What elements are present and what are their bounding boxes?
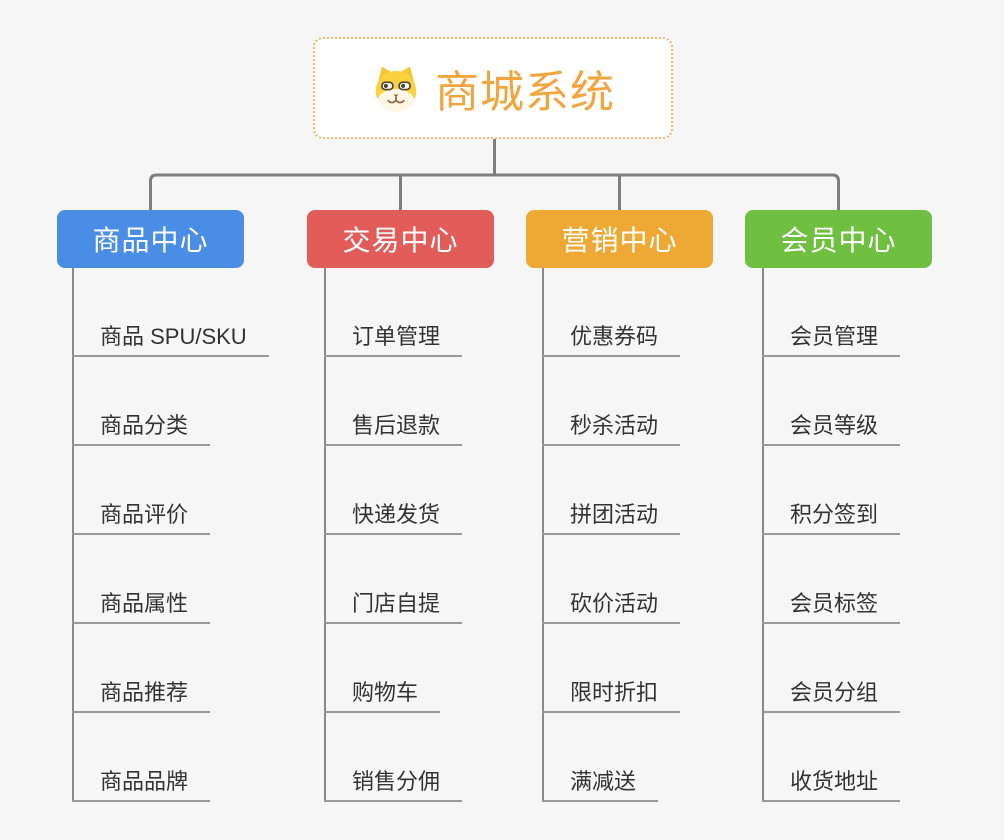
dog-face-icon	[375, 66, 417, 112]
leaf-item[interactable]: 商品 SPU/SKU	[72, 317, 269, 357]
leaf-item[interactable]: 销售分佣	[324, 762, 463, 802]
column-trade: 订单管理 售后退款 快递发货 门店自提 购物车 销售分佣	[324, 268, 463, 802]
leaf-item[interactable]: 商品推荐	[72, 673, 211, 713]
column-product: 商品 SPU/SKU 商品分类 商品评价 商品属性 商品推荐 商品品牌	[72, 268, 269, 802]
leaf-item[interactable]: 收货地址	[762, 762, 901, 802]
leaf-item[interactable]: 砍价活动	[542, 584, 681, 624]
leaf-item[interactable]: 限时折扣	[542, 673, 681, 713]
leaf-item[interactable]: 快递发货	[324, 495, 463, 535]
leaf-item[interactable]: 售后退款	[324, 406, 463, 446]
leaf-item[interactable]: 门店自提	[324, 584, 463, 624]
root-title: 商城系统	[435, 68, 615, 117]
column-marketing: 优惠券码 秒杀活动 拼团活动 砍价活动 限时折扣 满减送	[542, 268, 681, 802]
leaf-item[interactable]: 订单管理	[324, 317, 463, 357]
branch-box-product[interactable]: 商品中心	[57, 210, 244, 268]
leaf-item[interactable]: 优惠券码	[542, 317, 681, 357]
leaf-item[interactable]: 秒杀活动	[542, 406, 681, 446]
leaf-item[interactable]: 积分签到	[762, 495, 901, 535]
leaf-item[interactable]: 商品分类	[72, 406, 211, 446]
branch-box-trade[interactable]: 交易中心	[307, 210, 494, 268]
leaf-item[interactable]: 会员管理	[762, 317, 901, 357]
branch-box-marketing[interactable]: 营销中心	[526, 210, 713, 268]
leaf-item[interactable]: 会员分组	[762, 673, 901, 713]
leaf-item[interactable]: 拼团活动	[542, 495, 681, 535]
leaf-item[interactable]: 满减送	[542, 762, 659, 802]
leaf-item[interactable]: 商品属性	[72, 584, 211, 624]
leaf-item[interactable]: 商品评价	[72, 495, 211, 535]
leaf-item[interactable]: 会员标签	[762, 584, 901, 624]
column-member: 会员管理 会员等级 积分签到 会员标签 会员分组 收货地址	[762, 268, 901, 802]
leaf-item[interactable]: 会员等级	[762, 406, 901, 446]
branch-box-member[interactable]: 会员中心	[745, 210, 932, 268]
root-node[interactable]: 商城系统	[313, 37, 673, 139]
leaf-item[interactable]: 购物车	[324, 673, 441, 713]
leaf-item[interactable]: 商品品牌	[72, 762, 211, 802]
